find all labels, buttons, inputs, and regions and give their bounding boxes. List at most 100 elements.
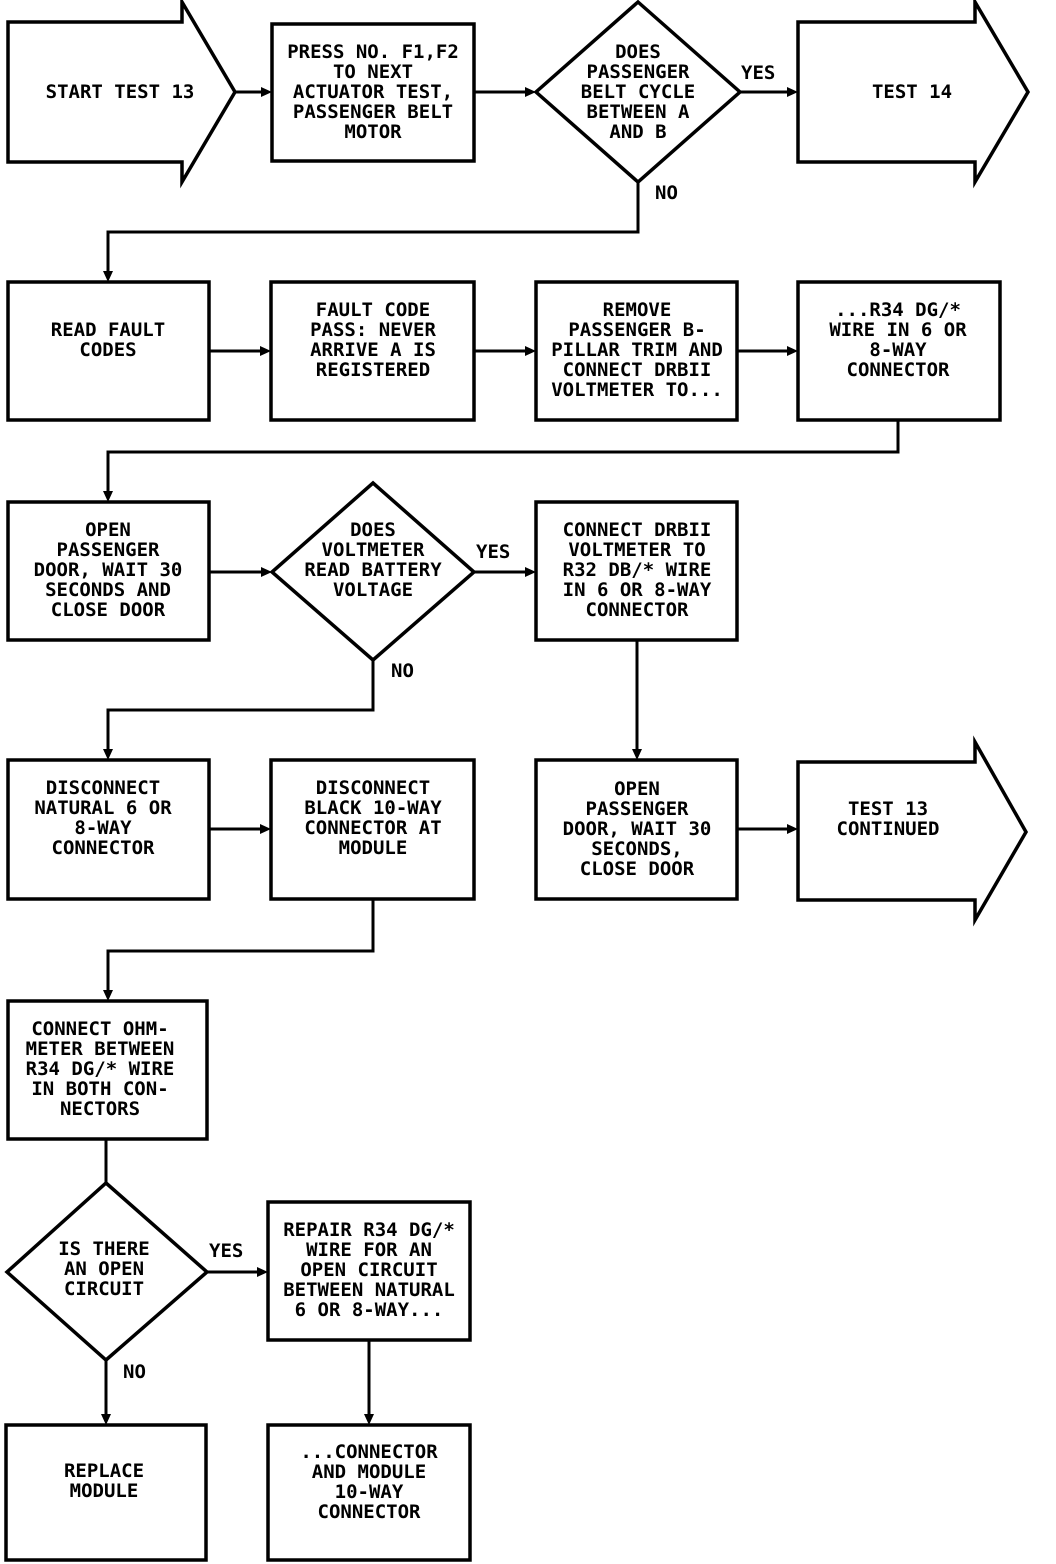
node-label-line: PRESS NO. F1,F2 bbox=[287, 41, 459, 63]
node-label-line: CONNECT DRBII bbox=[563, 359, 712, 381]
node-label-line: ARRIVE A IS bbox=[310, 339, 436, 361]
arrowhead bbox=[525, 346, 536, 356]
test-14-terminator bbox=[796, 0, 1031, 189]
node-label-line: REMOVE bbox=[603, 299, 672, 321]
node-label-line: CONNECTOR bbox=[52, 837, 156, 859]
node-label-line: DISCONNECT bbox=[316, 777, 430, 799]
node-label-line: OPEN CIRCUIT bbox=[300, 1259, 437, 1281]
node-label-line: NATURAL 6 OR bbox=[34, 797, 172, 819]
arrowhead bbox=[103, 990, 113, 1001]
node-label-line: CODES bbox=[79, 339, 136, 361]
edge-label-open-yes: YES bbox=[209, 1240, 243, 1262]
node-label-line: CONNECTOR bbox=[318, 1501, 422, 1523]
node-label-line: TEST 13 bbox=[848, 798, 928, 820]
arrowhead bbox=[787, 87, 798, 97]
node-label-line: CLOSE DOOR bbox=[51, 599, 166, 621]
node-label-start-test-13: START TEST 13 bbox=[46, 81, 195, 103]
node-label-line: VOLTAGE bbox=[333, 579, 413, 601]
node-label-line: BETWEEN A bbox=[587, 101, 691, 123]
node-label-line: 6 OR 8-WAY... bbox=[295, 1299, 444, 1321]
node-label-line: VOLTMETER TO bbox=[568, 539, 705, 561]
arrowhead bbox=[632, 749, 642, 760]
node-label-line: REPLACE bbox=[64, 1460, 144, 1482]
arrowhead bbox=[103, 491, 113, 502]
node-label-line: BLACK 10-WAY bbox=[304, 797, 442, 819]
node-label-line: PASSENGER B- bbox=[568, 319, 705, 341]
edge-label-open-no: NO bbox=[123, 1361, 146, 1383]
node-label-line: DISCONNECT bbox=[46, 777, 160, 799]
arrowhead bbox=[101, 1414, 111, 1425]
node-label-line: TO NEXT bbox=[333, 61, 413, 83]
edge-label-voltage-yes: YES bbox=[476, 541, 510, 563]
node-label-line: VOLTMETER TO... bbox=[551, 379, 723, 401]
node-label-line: READ FAULT bbox=[51, 319, 165, 341]
node-label-line: PASSENGER BELT bbox=[293, 101, 453, 123]
arrowhead bbox=[787, 346, 798, 356]
node-label-line: BELT CYCLE bbox=[581, 81, 695, 103]
node-label-line: DOES bbox=[350, 519, 396, 541]
arrowhead bbox=[260, 824, 271, 834]
edge-label-belt-no: NO bbox=[655, 182, 678, 204]
r34-wire-box bbox=[796, 280, 1002, 422]
node-label-test-14: TEST 14 bbox=[872, 81, 952, 103]
arrowhead bbox=[261, 87, 272, 97]
disconnect-natural-box bbox=[6, 758, 211, 901]
node-label-line: START TEST 13 bbox=[46, 81, 195, 103]
arrowhead bbox=[103, 271, 113, 282]
node-label-line: TEST 14 bbox=[872, 81, 952, 103]
arrowhead bbox=[525, 567, 536, 577]
replace-module-box bbox=[4, 1423, 208, 1562]
node-label-line: SECONDS, bbox=[591, 838, 683, 860]
node-label-line: PASS: NEVER bbox=[310, 319, 436, 341]
node-label-line: 10-WAY bbox=[335, 1481, 404, 1503]
node-label-line: IN 6 OR 8-WAY bbox=[563, 579, 712, 601]
node-label-line: 8-WAY bbox=[869, 339, 927, 361]
node-label-line: ACTUATOR TEST, bbox=[293, 81, 453, 103]
node-label-line: CONTINUED bbox=[837, 818, 940, 840]
node-label-line: PASSENGER bbox=[587, 61, 691, 83]
connector-voltmeter-no-to-disconnect bbox=[106, 660, 375, 750]
node-label-line: CONNECTOR bbox=[586, 599, 690, 621]
edge-label-voltage-no: NO bbox=[391, 660, 414, 682]
node-label-line: REPAIR R34 DG/* bbox=[283, 1219, 455, 1241]
node-label-line: DOOR, WAIT 30 bbox=[34, 559, 183, 581]
open-door-2-box bbox=[534, 758, 739, 901]
node-label-line: REGISTERED bbox=[316, 359, 430, 381]
node-label-line: DOES bbox=[615, 41, 661, 63]
node-label-line: AN OPEN bbox=[64, 1258, 144, 1280]
node-label-line: CONNECTOR AT bbox=[304, 817, 441, 839]
node-label-line: AND MODULE bbox=[312, 1461, 426, 1483]
node-label-line: CIRCUIT bbox=[64, 1278, 144, 1300]
arrowhead bbox=[525, 87, 536, 97]
node-label-line: IN BOTH CON- bbox=[31, 1078, 168, 1100]
node-label-line: READ BATTERY bbox=[304, 559, 442, 581]
node-label-line: R34 DG/* WIRE bbox=[26, 1058, 175, 1080]
arrowhead bbox=[261, 567, 272, 577]
connector-module-box bbox=[266, 1423, 472, 1562]
node-label-line: PILLAR TRIM AND bbox=[551, 339, 723, 361]
connector-belt-no-to-read bbox=[106, 182, 640, 272]
node-label-line: PASSENGER bbox=[57, 539, 161, 561]
start-test-13-terminator bbox=[6, 0, 238, 189]
node-label-line: ...CONNECTOR bbox=[300, 1441, 438, 1463]
node-label-line: FAULT CODE bbox=[316, 299, 430, 321]
node-label-line: IS THERE bbox=[58, 1238, 150, 1260]
arrowhead bbox=[103, 749, 113, 760]
edge-label-belt-yes: YES bbox=[741, 62, 775, 84]
node-label-line: 8-WAY bbox=[74, 817, 132, 839]
repair-r34-box bbox=[266, 1200, 472, 1342]
node-label-line: METER BETWEEN bbox=[26, 1038, 175, 1060]
